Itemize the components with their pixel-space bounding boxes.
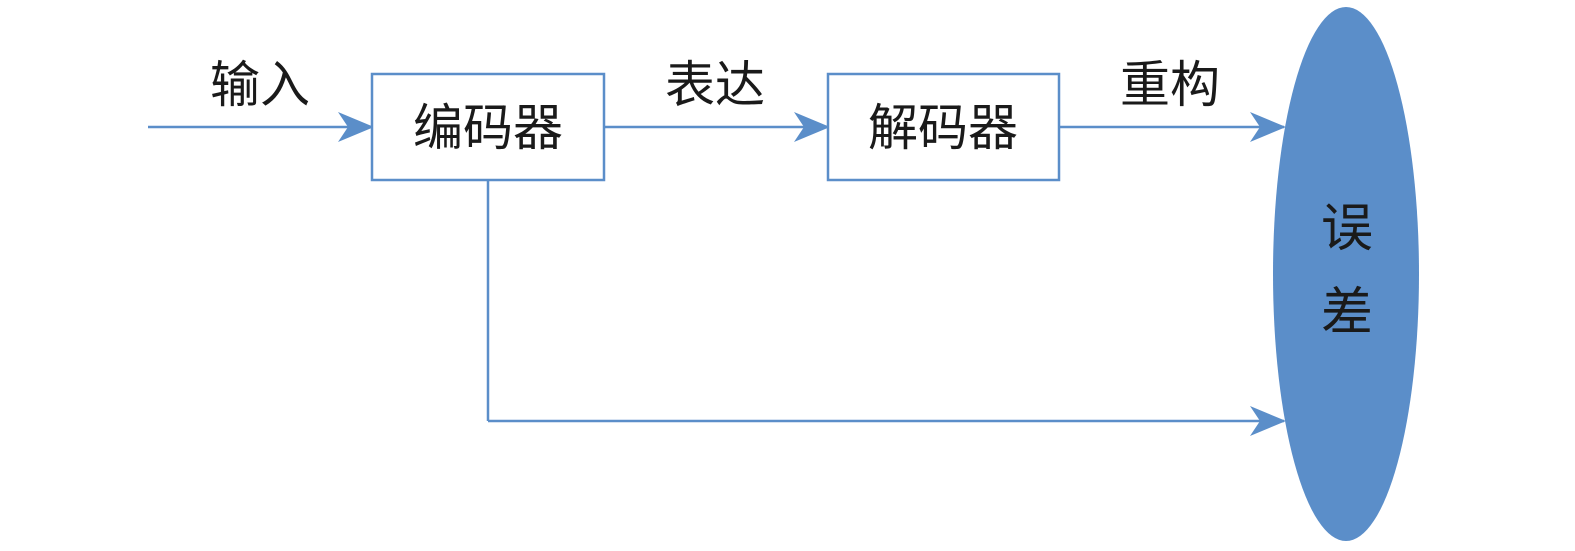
input-label: 输入 bbox=[210, 56, 310, 114]
representation-label: 表达 bbox=[665, 56, 765, 114]
encoder-label: 编码器 bbox=[413, 99, 563, 157]
error-ellipse bbox=[1273, 7, 1419, 541]
decoder-label: 解码器 bbox=[868, 99, 1018, 157]
error-label-line1: 误 bbox=[1321, 199, 1373, 259]
error-label-line2: 差 bbox=[1321, 283, 1373, 343]
decoder-box bbox=[826, 72, 1061, 182]
reconstruction-label: 重构 bbox=[1120, 56, 1220, 114]
